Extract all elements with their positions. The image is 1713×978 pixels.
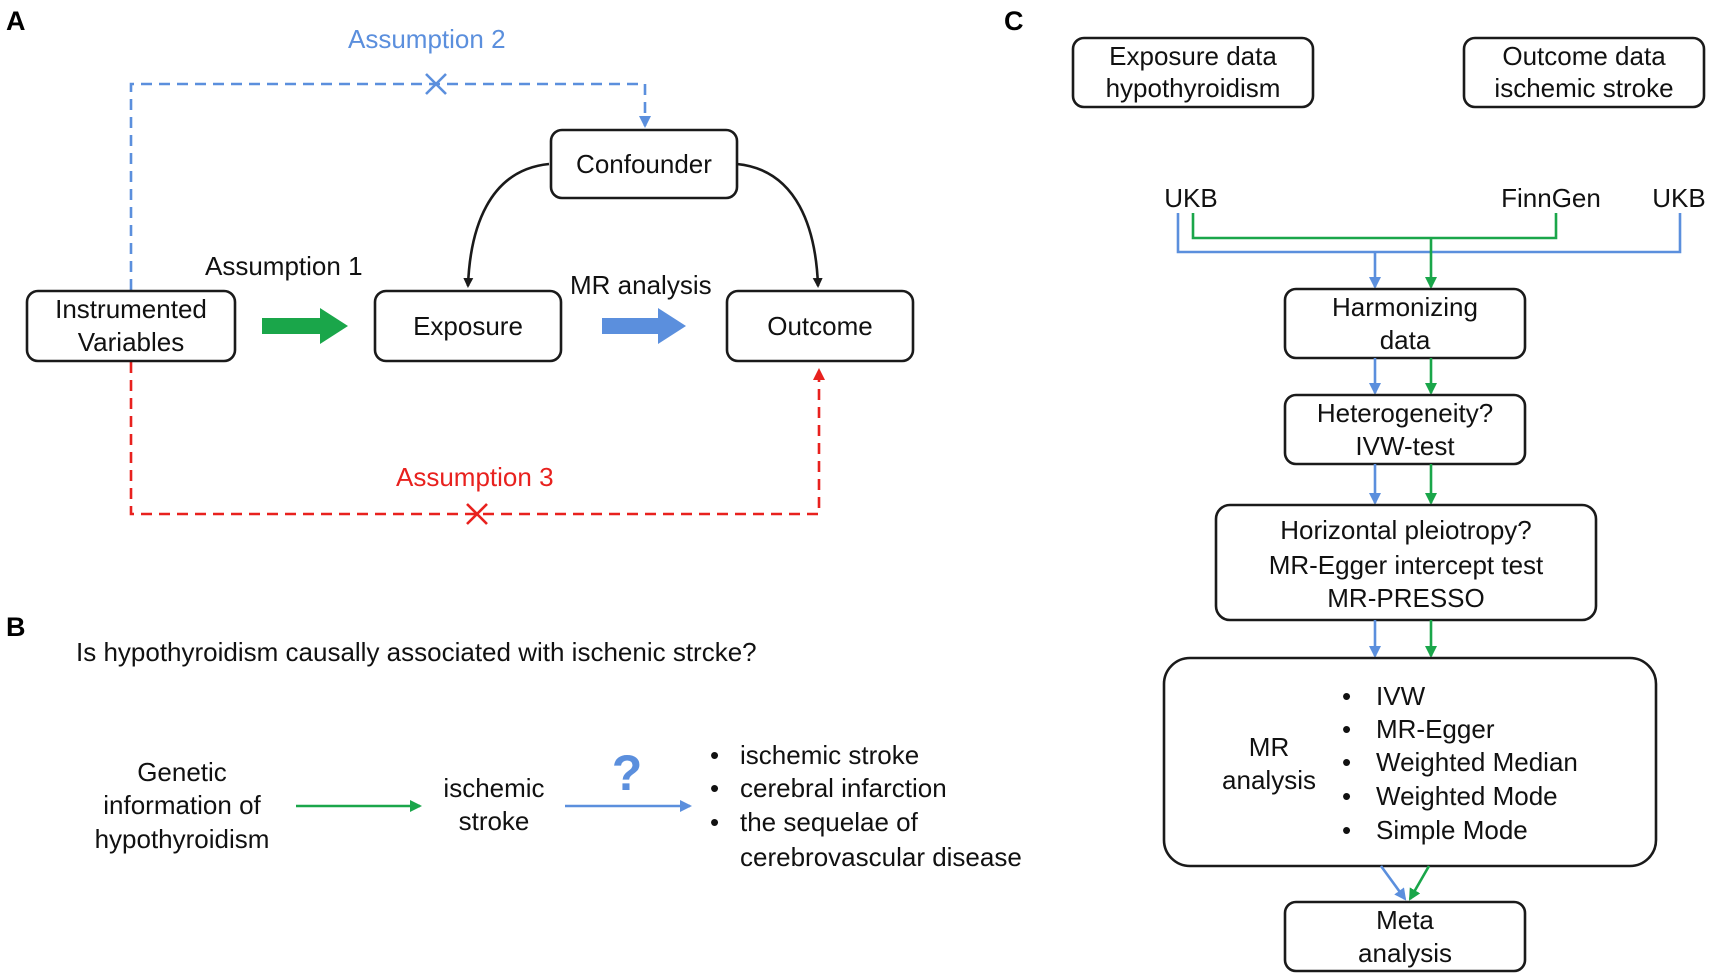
mr-analysis-label: MR analysis [570,270,712,300]
exposure-label: Exposure [413,311,523,341]
genetic-line1: Genetic [137,757,227,787]
outcome-label: Outcome [767,311,873,341]
mr-method-4: Weighted Mode [1376,781,1558,811]
outcome-bullet-3: • [710,807,719,837]
panel-label-a: A [6,6,26,36]
mr-analysis-line1: MR [1249,732,1289,762]
study-question: Is hypothyroidism causally associated wi… [76,637,757,667]
pleiotropy-line3: MR-PRESSO [1327,583,1484,613]
assumption3-label: Assumption 3 [396,462,554,492]
assumption2-cross [425,73,447,95]
exposure-data-box [1071,36,1315,109]
assumption1-arrow [262,308,348,344]
exposure-box [373,289,563,363]
meta-line1: Meta [1376,905,1434,935]
assumption1-label: Assumption 1 [205,251,363,281]
question-mark-icon: ? [612,745,643,801]
ischemic-line2: stroke [459,806,530,836]
heterogeneity-line2: IVW-test [1355,431,1455,461]
mr-method-1: IVW [1376,681,1426,711]
mr-method-bullet-4: • [1342,781,1351,811]
mr-method-2: MR-Egger [1376,714,1495,744]
assumption2-path [129,82,651,290]
mr-analysis-arrow [602,308,686,344]
meta-analysis-box [1283,900,1527,973]
mr-analysis-line2: analysis [1222,765,1316,795]
assumption3-path [129,362,825,516]
assumption3-cross [466,503,488,525]
pleiotropy-box [1214,503,1598,622]
confounder-to-exposure-arrow [463,162,550,288]
outcome-item-2: cerebral infarction [740,773,947,803]
meta-line2: analysis [1358,938,1452,968]
panel-label-b: B [6,612,26,642]
heterogeneity-box [1283,393,1527,466]
source-finngen: FinnGen [1501,183,1601,213]
mr-method-bullet-5: • [1342,815,1351,845]
mr-method-bullet-2: • [1342,714,1351,744]
confounder-box [549,128,739,200]
mr-method-3: Weighted Median [1376,747,1578,777]
exposure-data-line1: Exposure data [1109,41,1277,71]
heterogeneity-line1: Heterogeneity? [1317,398,1493,428]
pleiotropy-line1: Horizontal pleiotropy? [1280,515,1531,545]
outcome-data-line1: Outcome data [1502,41,1666,71]
flow-arrow-green-5 [1408,865,1431,901]
ischemic-line1: ischemic [443,773,544,803]
source-ukb-exposure: UKB [1164,183,1217,213]
finngen-connector [1191,213,1558,240]
outcome-bullet-2: • [710,773,719,803]
outcome-item-3: the sequelae of [740,807,919,837]
flow-arrow-blue-5 [1379,865,1407,901]
outcome-item-3-cont: cerebrovascular disease [740,842,1022,872]
outcome-data-box [1462,36,1706,109]
mr-method-bullet-3: • [1342,747,1351,777]
mr-analysis-box [1162,656,1658,868]
harmonizing-box [1283,287,1527,360]
instrumented-line2: Variables [78,327,184,357]
source-ukb-outcome: UKB [1652,183,1705,213]
outcome-bullet-1: • [710,740,719,770]
confounder-label: Confounder [576,149,712,179]
harmonizing-line1: Harmonizing [1332,292,1478,322]
outcome-data-line2: ischemic stroke [1494,73,1673,103]
outcome-box [725,289,915,363]
pleiotropy-line2: MR-Egger intercept test [1269,550,1544,580]
genetic-line2: information of [103,790,261,820]
confounder-to-outcome-arrow [736,162,823,288]
exposure-data-line2: hypothyroidism [1106,73,1281,103]
ukb-connector [1176,213,1682,254]
panel-label-c: C [1004,6,1024,36]
genetic-line3: hypothyroidism [95,824,270,854]
harmonizing-line2: data [1380,325,1431,355]
instrumented-line1: Instrumented [55,294,207,324]
instrumented-variables-box [25,289,237,363]
mr-method-bullet-1: • [1342,681,1351,711]
assumption2-label: Assumption 2 [348,24,506,54]
mr-method-5: Simple Mode [1376,815,1528,845]
outcome-item-1: ischemic stroke [740,740,919,770]
